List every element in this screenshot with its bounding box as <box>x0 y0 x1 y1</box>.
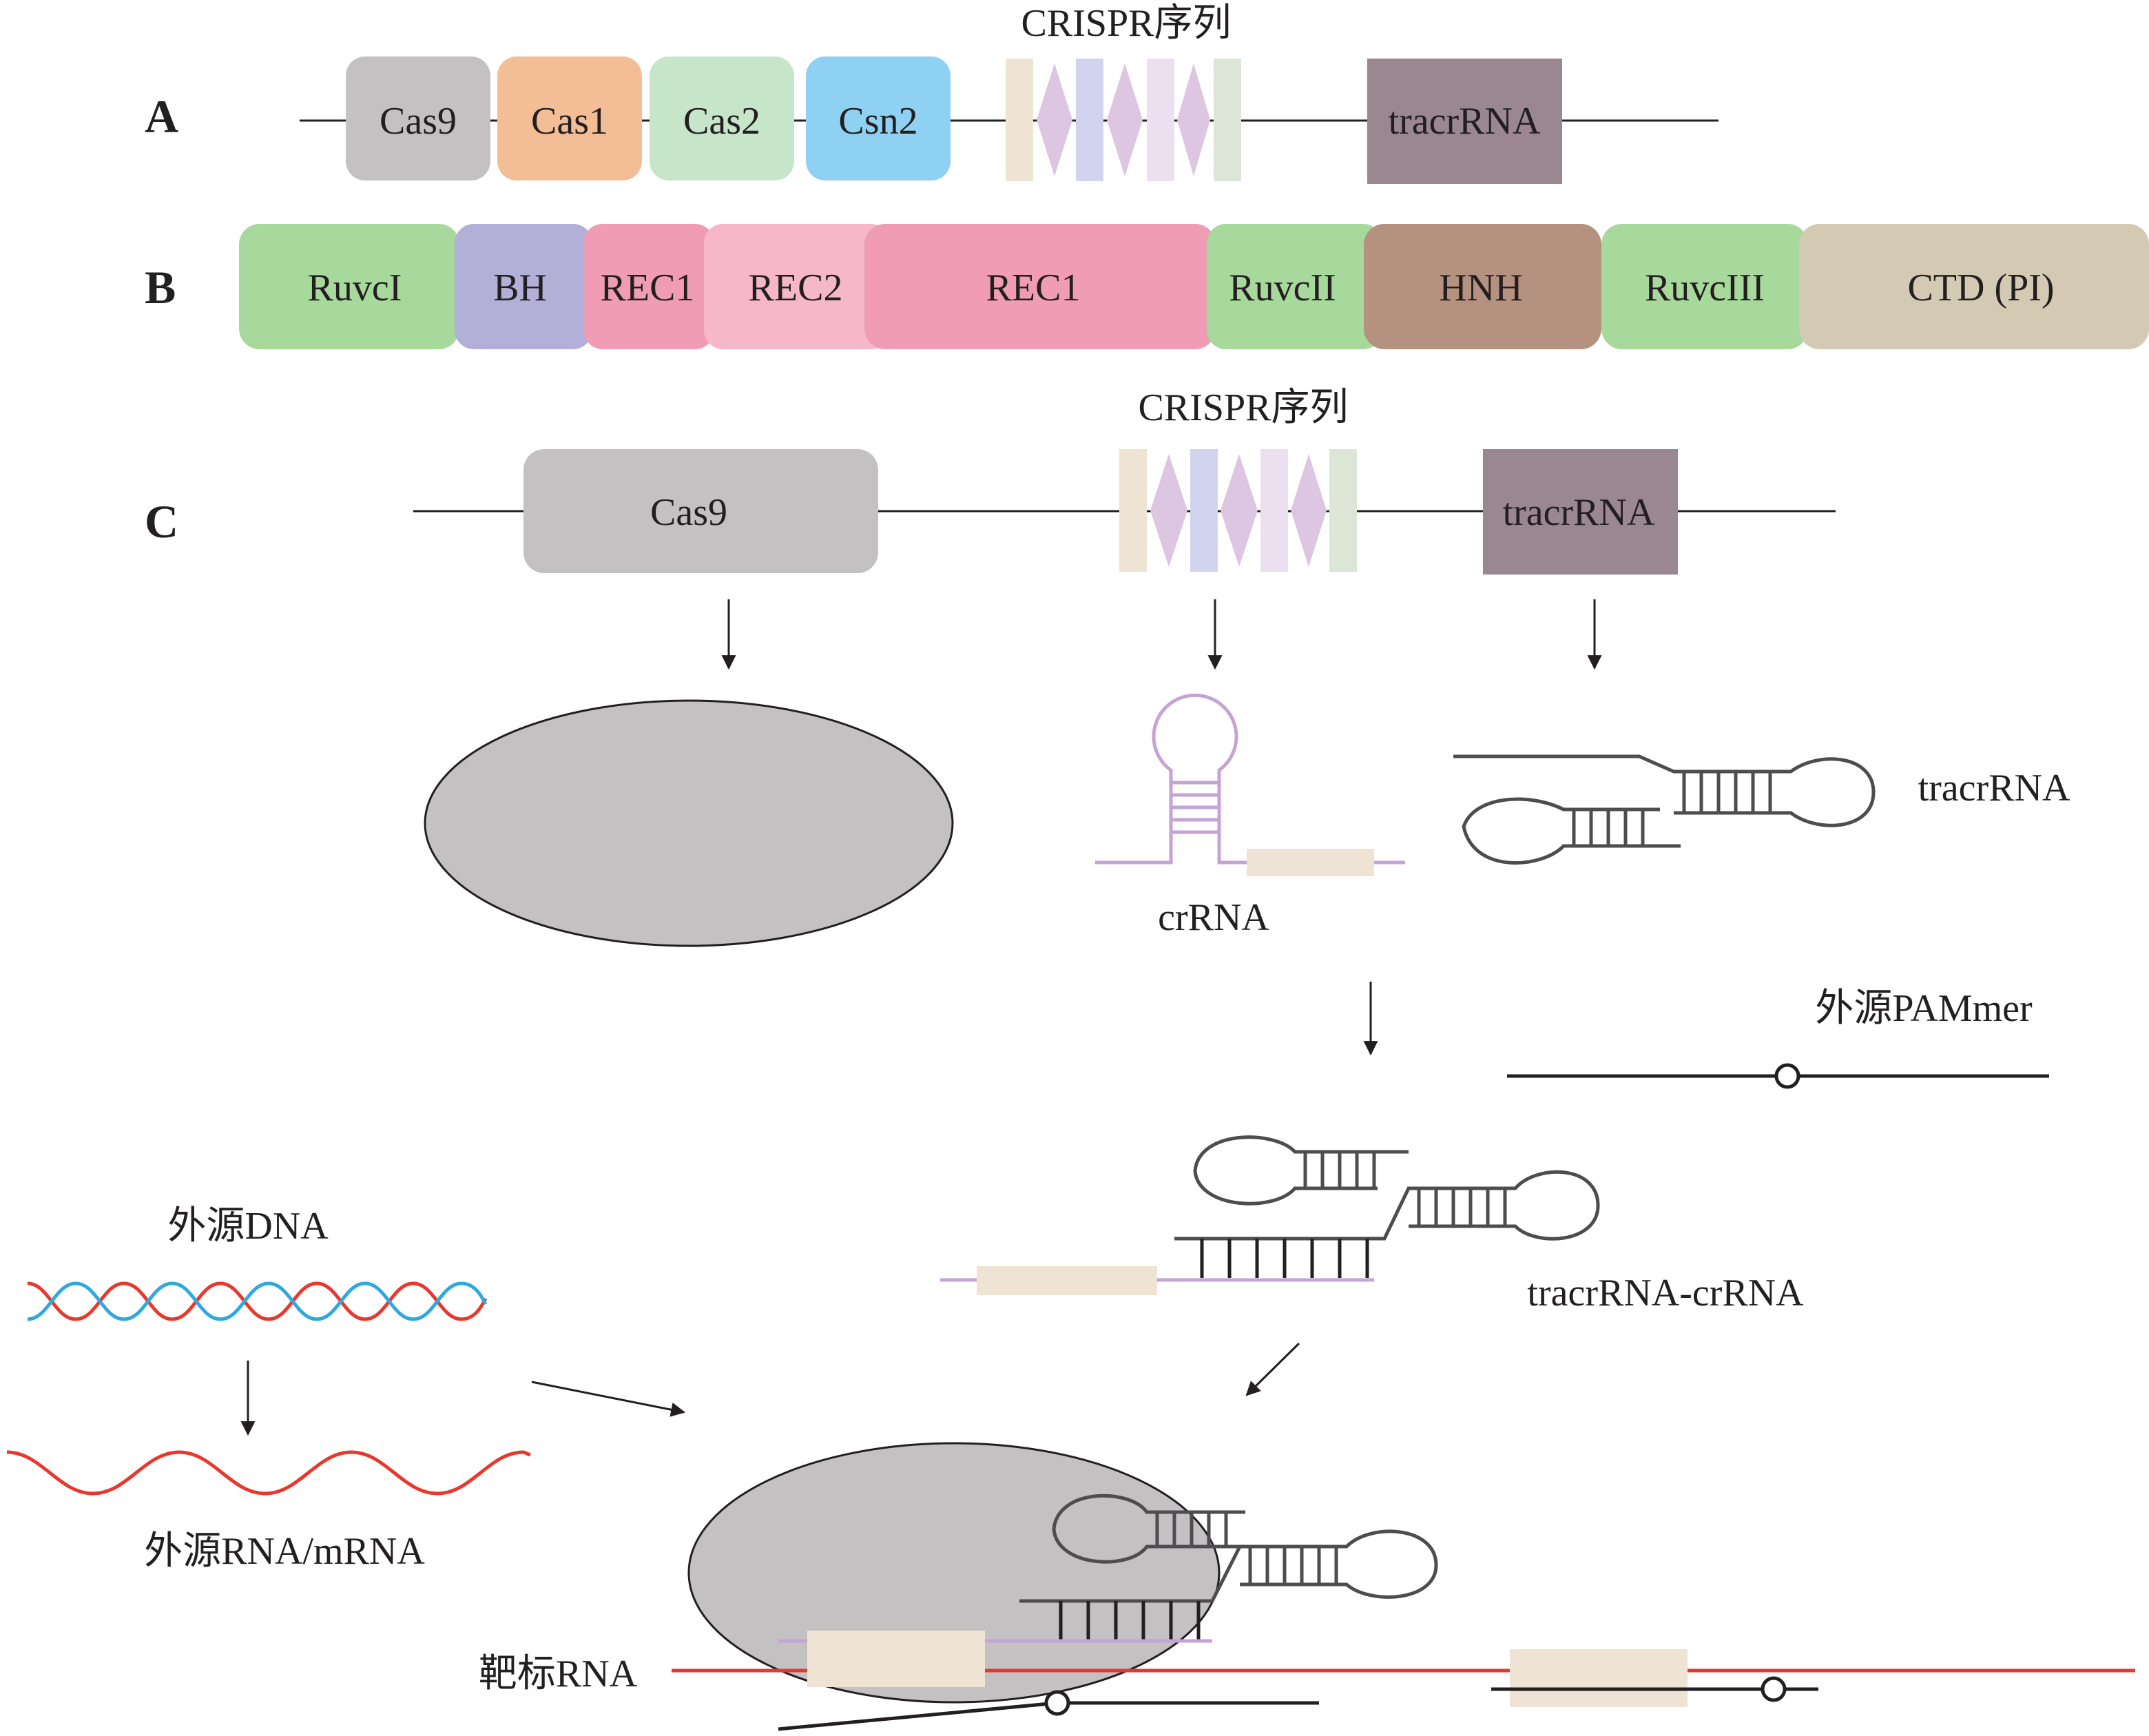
target-rna-label: 靶标RNA <box>479 1653 638 1695</box>
svg-text:Cas9: Cas9 <box>380 100 457 143</box>
cas9-protein <box>424 699 954 947</box>
crispr-array-a <box>1006 59 1241 181</box>
svg-text:RuvcII: RuvcII <box>1229 267 1336 309</box>
domain-rec1-first: REC1 <box>583 224 714 349</box>
panel-a-label: A <box>145 90 178 143</box>
dna-label: 外源DNA <box>167 1205 329 1248</box>
rna-strand <box>6 1450 531 1496</box>
gene-cas1: Cas1 <box>497 56 642 180</box>
pammer-bound-left <box>778 1690 1319 1731</box>
svg-text:tracrRNA: tracrRNA <box>1503 491 1655 534</box>
svg-text:RuvcI: RuvcI <box>308 267 402 309</box>
crrna-structure <box>1095 693 1405 876</box>
svg-text:RuvcIII: RuvcIII <box>1645 267 1765 309</box>
cas9-gene-c: Cas9 <box>523 449 878 573</box>
svg-text:Cas1: Cas1 <box>531 100 608 143</box>
panel-c-label: C <box>145 495 178 548</box>
domain-rec2: REC2 <box>704 224 890 349</box>
svg-text:Cas9: Cas9 <box>650 491 727 534</box>
domain-rec1-second: REC1 <box>864 224 1216 349</box>
panel-b: B RuvcI BH REC1 REC2 REC1 RuvcII HNH <box>145 224 2149 349</box>
svg-text:tracrRNA: tracrRNA <box>1389 100 1541 143</box>
complex-label: tracrRNA-crRNA <box>1527 1272 1804 1314</box>
pammer-label: 外源PAMmer <box>1815 987 2033 1030</box>
panel-c: C Cas9 CRISPR序列 tracrRNA <box>6 386 2135 1731</box>
svg-text:CTD (PI): CTD (PI) <box>1907 267 2054 309</box>
tracrrna-label: tracrRNA <box>1918 767 2070 809</box>
gene-cas2: Cas2 <box>650 56 794 180</box>
domain-hnh: HNH <box>1364 224 1601 349</box>
domain-ruvcii: RuvcII <box>1207 224 1382 349</box>
domain-ruvciii: RuvcIII <box>1601 224 1808 349</box>
spacer-binding-left <box>807 1631 985 1687</box>
svg-text:REC1: REC1 <box>601 267 695 309</box>
arrow-complex-to-assembly <box>1245 1342 1300 1396</box>
spacer-binding-right <box>1510 1649 1688 1707</box>
dna-strand-red <box>27 1281 488 1321</box>
panel-a: A Cas9 Cas1 Cas2 Csn2 CRISPR序列 <box>145 2 1719 184</box>
crispr-array-c <box>1119 449 1357 572</box>
tracr-gene-a: tracrRNA <box>1367 59 1562 184</box>
pammer-bound-right <box>1491 1676 1818 1702</box>
gene-csn2: Csn2 <box>806 56 951 180</box>
crispr-array-label-c: CRISPR序列 <box>1139 386 1349 429</box>
domain-ruvci: RuvcI <box>239 224 459 349</box>
domain-bh: BH <box>455 224 592 349</box>
pammer-strand <box>1507 1063 2049 1089</box>
svg-text:HNH: HNH <box>1439 267 1522 309</box>
crispr-array-label-a: CRISPR序列 <box>1021 2 1232 45</box>
tracr-gene-c: tracrRNA <box>1483 449 1678 575</box>
tracrrna-structure <box>1453 754 1876 865</box>
dna-strand-blue <box>27 1281 488 1321</box>
panel-b-label: B <box>145 261 176 313</box>
svg-text:BH: BH <box>493 267 547 309</box>
svg-text:REC1: REC1 <box>986 267 1081 309</box>
domain-ctd: CTD (PI) <box>1799 224 2149 349</box>
svg-text:REC2: REC2 <box>749 267 843 309</box>
svg-text:Cas2: Cas2 <box>683 100 760 143</box>
svg-text:Csn2: Csn2 <box>838 100 917 143</box>
rna-label: 外源RNA/mRNA <box>144 1530 425 1573</box>
crrna-label: crRNA <box>1158 896 1269 939</box>
arrow-rna-to-assembly <box>531 1381 686 1417</box>
tracrrna-crrna-complex <box>940 1135 1600 1295</box>
gene-cas9: Cas9 <box>346 56 490 180</box>
